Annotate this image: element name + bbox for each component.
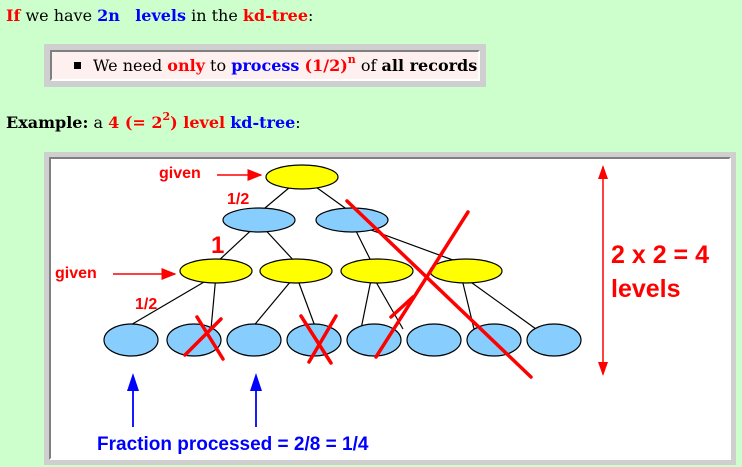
level-text: ) level	[170, 113, 226, 132]
level3-node-4	[429, 258, 503, 284]
example-label: Example:	[6, 113, 89, 132]
crossed-out-marks	[183, 199, 533, 379]
fraction-base: (1/2)	[304, 56, 348, 75]
kdtree-figure-canvas: given 1/2 1 given 1/2 2 x 2 = 4 levels F…	[49, 157, 731, 460]
leaf-node-3	[226, 323, 282, 357]
example-colon: :	[295, 113, 301, 132]
all-records-text: all records	[381, 56, 478, 75]
level3-node-1	[179, 258, 253, 284]
process-text: process	[231, 56, 300, 75]
four-level-text: 4 (= 22) level	[108, 109, 226, 132]
half-top-label: 1/2	[227, 191, 249, 208]
root-node	[265, 164, 339, 190]
levels-label-line1: 2 x 2 = 4	[611, 241, 709, 269]
given-mid-label: given	[55, 265, 97, 282]
four-exponent: 2	[162, 109, 171, 123]
of-text: of	[355, 56, 382, 75]
note-text: We need only to process (1/2)n of all re…	[93, 52, 478, 75]
we-have-text: we have	[20, 6, 98, 25]
leaf-node-6	[406, 323, 462, 357]
leaf-node-1	[103, 323, 159, 357]
a-text: a	[88, 113, 109, 132]
two-n-text: 2n	[97, 6, 120, 25]
tree-edges	[123, 176, 537, 330]
levels-label-line2: levels	[611, 275, 681, 303]
one-label: 1	[211, 232, 224, 259]
only-text: only	[167, 56, 205, 75]
kdtree-figure: given 1/2 1 given 1/2 2 x 2 = 4 levels F…	[44, 152, 736, 465]
kdtree-diagram: given 1/2 1 given 1/2 2 x 2 = 4 levels F…	[55, 164, 709, 455]
example-kdtree-text: kd-tree	[230, 113, 296, 132]
if-word: If	[6, 6, 21, 25]
bullet-icon	[74, 62, 81, 69]
four-text: 4 (= 2	[108, 113, 163, 132]
leaf-node-8	[526, 323, 582, 357]
kdtree-text: kd-tree	[242, 6, 308, 25]
note-box: We need only to process (1/2)n of all re…	[44, 44, 486, 87]
fraction-exponent: n	[347, 52, 356, 66]
colon-text: :	[308, 6, 314, 25]
level2-node-left	[222, 207, 296, 233]
half-mid-label: 1/2	[135, 296, 157, 313]
level3-node-2	[259, 258, 333, 284]
fraction-processed-label: Fraction processed = 2/8 = 1/4	[97, 434, 369, 455]
fraction-text: (1/2)n	[304, 52, 356, 75]
leaf-node-5	[346, 323, 402, 357]
given-top-label: given	[159, 165, 201, 182]
to-text: to	[204, 56, 232, 75]
level3-node-3	[340, 258, 414, 284]
intro-line: If we have 2n levels in the kd-tree:	[6, 6, 313, 25]
note-box-inner: We need only to process (1/2)n of all re…	[50, 50, 480, 81]
we-need-text: We need	[93, 56, 168, 75]
example-line: Example: a 4 (= 22) level kd-tree:	[6, 109, 301, 132]
levels-text: levels	[135, 6, 187, 25]
in-the-text: in the	[186, 6, 243, 25]
